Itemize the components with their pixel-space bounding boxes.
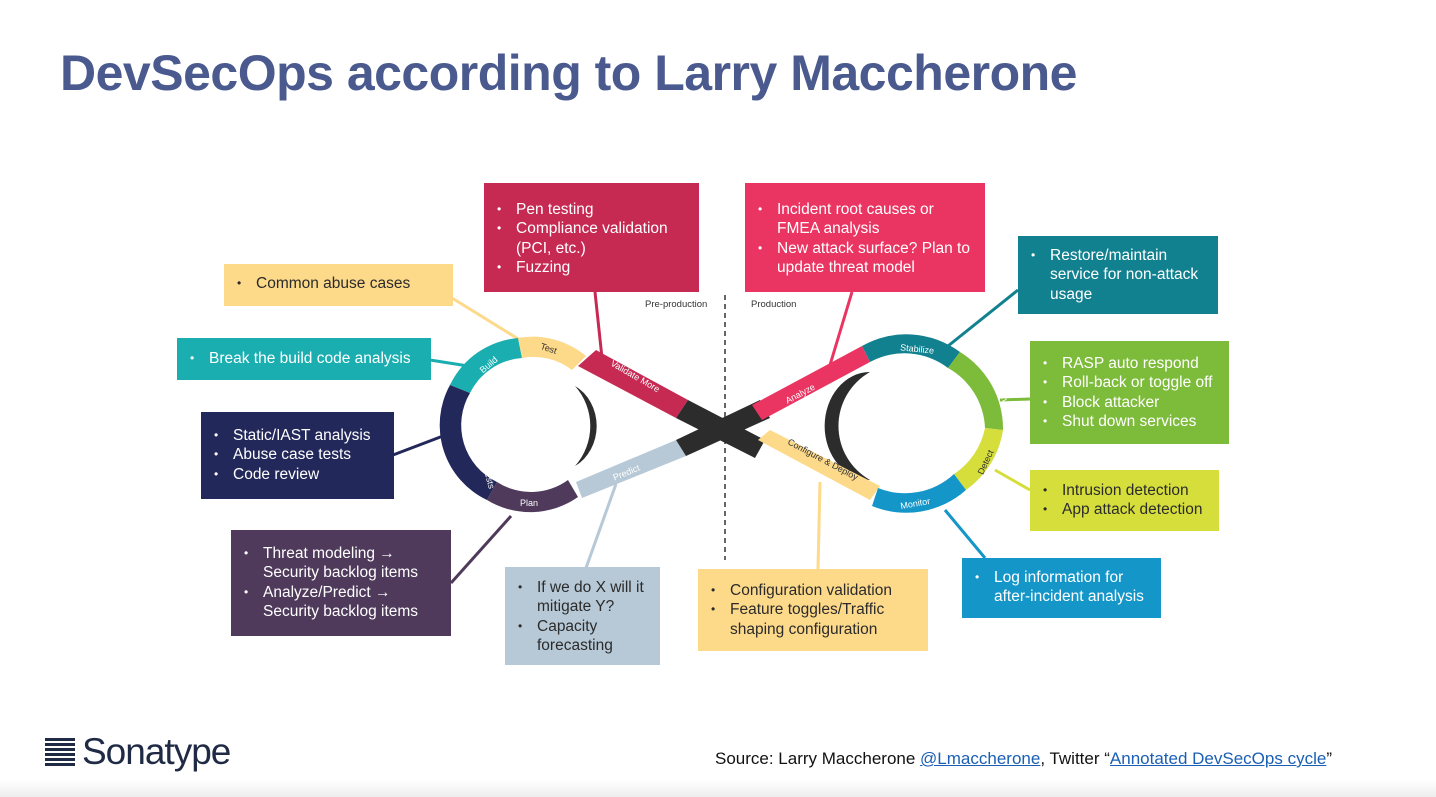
test-segment xyxy=(518,336,586,370)
callout-item: Capacity forecasting xyxy=(513,617,650,656)
callout-item: Analyze/Predict → Security backlog items xyxy=(239,583,441,622)
callout-item: Roll-back or toggle off xyxy=(1038,373,1219,393)
callout-item: Common abuse cases xyxy=(232,274,443,294)
callout-config-validation: Configuration validationFeature toggles/… xyxy=(698,569,928,651)
predict-band xyxy=(576,440,686,498)
callout-item: Pen testing xyxy=(492,200,689,220)
stabilize-segment xyxy=(862,334,960,368)
contain-segment xyxy=(948,352,1004,430)
callout-item: If we do X will it mitigate Y? xyxy=(513,578,650,617)
callout-item: Intrusion detection xyxy=(1038,481,1209,501)
left-inner-crescent xyxy=(575,386,597,466)
pre-production-label: Pre-production xyxy=(645,299,707,310)
connector-lines xyxy=(392,288,1031,585)
callout-item: Log information for after-incident analy… xyxy=(970,568,1151,607)
annotated-cycle-link[interactable]: Annotated DevSecOps cycle xyxy=(1109,749,1327,768)
source-middle: , Twitter “ xyxy=(1040,749,1110,768)
segment-label-test: Test xyxy=(539,341,558,356)
center-dark-band-b xyxy=(676,400,770,456)
right-inner-crescent xyxy=(824,372,870,480)
callout-break-build: Break the build code analysis xyxy=(177,338,431,380)
callout-item: Abuse case tests xyxy=(209,445,384,465)
segment-label-plan: Plan xyxy=(520,498,538,508)
callout-item: Break the build code analysis xyxy=(185,349,421,369)
configure-band xyxy=(758,430,880,500)
callout-item: Block attacker xyxy=(1038,393,1219,413)
logo-text: Sonatype xyxy=(82,731,231,772)
left-ring xyxy=(439,336,586,513)
callout-restore-service: Restore/maintain service for non-attack … xyxy=(1018,236,1218,314)
detect-segment xyxy=(954,428,1003,490)
sonatype-logo-icon xyxy=(45,738,75,768)
callout-item: Incident root causes or FMEA analysis xyxy=(753,200,975,239)
monitor-segment xyxy=(872,474,966,513)
callout-item: Fuzzing xyxy=(492,258,689,278)
right-ring xyxy=(862,334,1004,513)
footer-shade xyxy=(0,780,1436,797)
callout-item: Code review xyxy=(209,465,384,485)
source-prefix: Source: Larry Maccherone xyxy=(715,749,921,768)
callout-item: New attack surface? Plan to update threa… xyxy=(753,239,975,278)
callout-log-info: Log information for after-incident analy… xyxy=(962,558,1161,618)
callout-pen-testing: Pen testingCompliance validation (PCI, e… xyxy=(484,183,699,292)
develop-segment xyxy=(439,385,497,500)
production-label: Production xyxy=(751,299,796,310)
callout-item: RASP auto respond xyxy=(1038,354,1219,374)
validate-more-band xyxy=(578,350,688,418)
callout-item: Static/IAST analysis xyxy=(209,426,384,446)
callout-item: Shut down services xyxy=(1038,412,1219,432)
callout-item: Configuration validation xyxy=(706,581,918,601)
callout-item: App attack detection xyxy=(1038,500,1209,520)
callout-common-abuse: Common abuse cases xyxy=(224,264,453,306)
callout-rasp: RASP auto respondRoll-back or toggle off… xyxy=(1030,341,1229,444)
build-segment xyxy=(450,338,522,393)
callout-incident-root: Incident root causes or FMEA analysisNew… xyxy=(745,183,985,292)
source-suffix: ” xyxy=(1326,749,1332,768)
source-citation: Source: Larry Maccherone @Lmaccherone, T… xyxy=(715,749,1332,769)
callout-if-we-do-x: If we do X will it mitigate Y?Capacity f… xyxy=(505,567,660,665)
callout-item: Threat modeling → Security backlog items xyxy=(239,544,441,583)
slide-title: DevSecOps according to Larry Maccherone xyxy=(60,45,1077,101)
callout-threat-modeling: Threat modeling → Security backlog items… xyxy=(231,530,451,636)
callout-intrusion: Intrusion detectionApp attack detection xyxy=(1030,470,1219,531)
callout-item: Compliance validation (PCI, etc.) xyxy=(492,219,689,258)
crossing-bands xyxy=(576,346,880,500)
callout-item: Feature toggles/Traffic shaping configur… xyxy=(706,600,918,639)
twitter-handle-link[interactable]: @Lmaccherone xyxy=(920,749,1041,768)
plan-segment xyxy=(487,480,578,513)
segment-label-stabilize: Stabilize xyxy=(900,342,935,356)
callout-item: Restore/maintain service for non-attack … xyxy=(1026,246,1208,304)
callout-static-iast: Static/IAST analysisAbuse case testsCode… xyxy=(201,412,394,499)
analyze-band xyxy=(752,346,870,420)
